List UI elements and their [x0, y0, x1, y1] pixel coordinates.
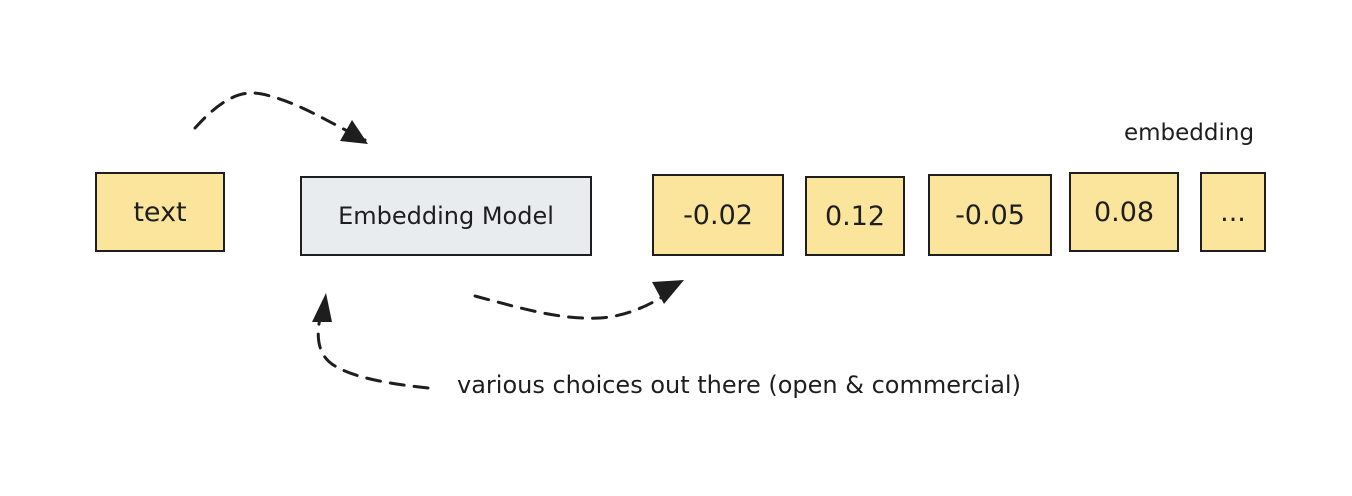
embedding-value-box: -0.02	[652, 174, 784, 256]
embedding-model-box: Embedding Model	[300, 176, 592, 256]
embedding-ellipsis: ...	[1220, 196, 1246, 228]
embedding-label: embedding	[1124, 120, 1255, 146]
embedding-value: -0.05	[955, 199, 1025, 231]
input-text-box: text	[95, 172, 225, 252]
embedding-value: 0.08	[1093, 196, 1155, 228]
embedding-value-box: 0.08	[1069, 172, 1179, 252]
embedding-value-box: -0.05	[928, 174, 1052, 256]
arrowhead-model-to-embedding	[652, 280, 684, 304]
embedding-value: 0.12	[824, 200, 886, 232]
embedding-value-box: 0.12	[805, 176, 905, 256]
arrowhead-annotation-to-model	[312, 293, 332, 322]
embedding-model-label: Embedding Model	[338, 202, 554, 230]
input-text-label: text	[133, 196, 187, 228]
arrow-annotation-to-model	[316, 316, 430, 390]
annotation-label: various choices out there (open & commer…	[457, 371, 1021, 399]
arrow-model-to-embedding	[473, 290, 672, 320]
embedding-ellipsis-box: ...	[1200, 172, 1266, 252]
arrowhead-text-to-model	[340, 120, 368, 144]
arrow-text-to-model	[193, 91, 367, 142]
embedding-value: -0.02	[683, 199, 753, 231]
